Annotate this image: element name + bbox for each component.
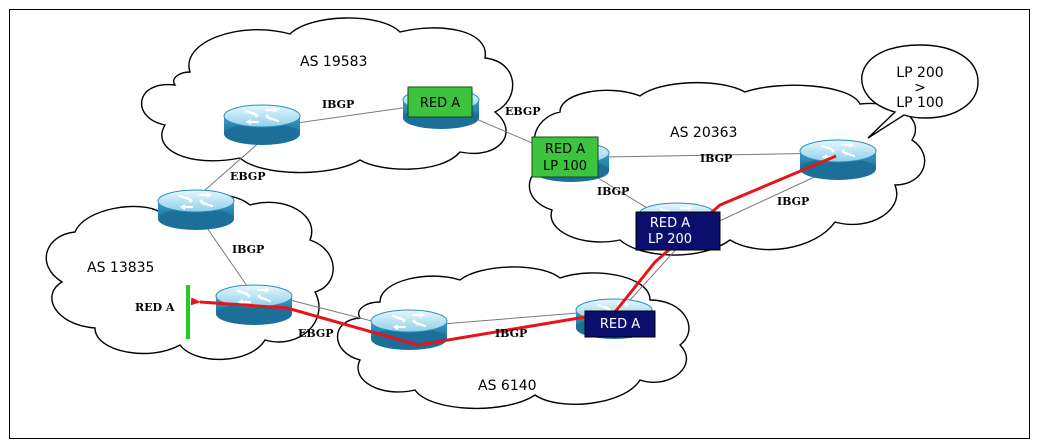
diagram-frame: [9, 9, 1030, 439]
label-ibgp-20363-h: IBGP: [700, 152, 732, 165]
as-label-6140: AS 6140: [478, 378, 537, 394]
tag-red-a-lp100-line2: LP 100: [543, 159, 587, 174]
label-ebgp-left: EBGP: [230, 170, 266, 183]
tag-red-a-lp200-line1: RED A: [650, 216, 690, 231]
router-as13835-top: [156, 188, 236, 232]
tag-red-a-as19583: RED A: [420, 96, 460, 111]
as-label-19583: AS 19583: [300, 54, 367, 70]
tag-red-a-as13835: RED A: [135, 301, 175, 314]
callout-line3: LP 100: [896, 95, 943, 111]
label-ebgp-bottom: EBGP: [298, 327, 334, 340]
tag-box-lp200: [635, 211, 721, 251]
label-ibgp-as6140: IBGP: [495, 327, 527, 340]
tag-red-a-as6140: RED A: [600, 317, 640, 332]
link-ibgp-20363-h: [604, 152, 837, 158]
label-ibgp-as19583: IBGP: [322, 98, 354, 111]
callout-bubble: [861, 44, 979, 139]
link-ibgp-20363-r: [699, 166, 837, 231]
link-ebgp-6140-20363: [629, 244, 681, 301]
as-label-20363: AS 20363: [670, 125, 737, 141]
filter-bar: [186, 285, 190, 339]
label-ibgp-as13835: IBGP: [232, 243, 264, 256]
link-ebgp-19583-13835: [195, 139, 263, 199]
callout-line2: >: [914, 80, 926, 96]
router-as19583-left: [222, 103, 302, 147]
cloud-as20363: [528, 81, 926, 256]
tag-red-a-lp200-line2: LP 200: [648, 232, 692, 247]
label-ibgp-20363-d: IBGP: [597, 185, 629, 198]
tag-red-a-lp100-line1: RED A: [545, 142, 585, 157]
label-ebgp-top: EBGP: [505, 105, 541, 118]
as-label-13835: AS 13835: [87, 260, 154, 276]
tag-box-as6140: [584, 310, 656, 338]
router-as20363-right: [798, 138, 878, 182]
tag-box-as19583: [407, 86, 473, 118]
callout-line1: LP 200: [896, 65, 943, 81]
label-ibgp-20363-r: IBGP: [777, 195, 809, 208]
tag-box-lp100: [531, 136, 599, 178]
